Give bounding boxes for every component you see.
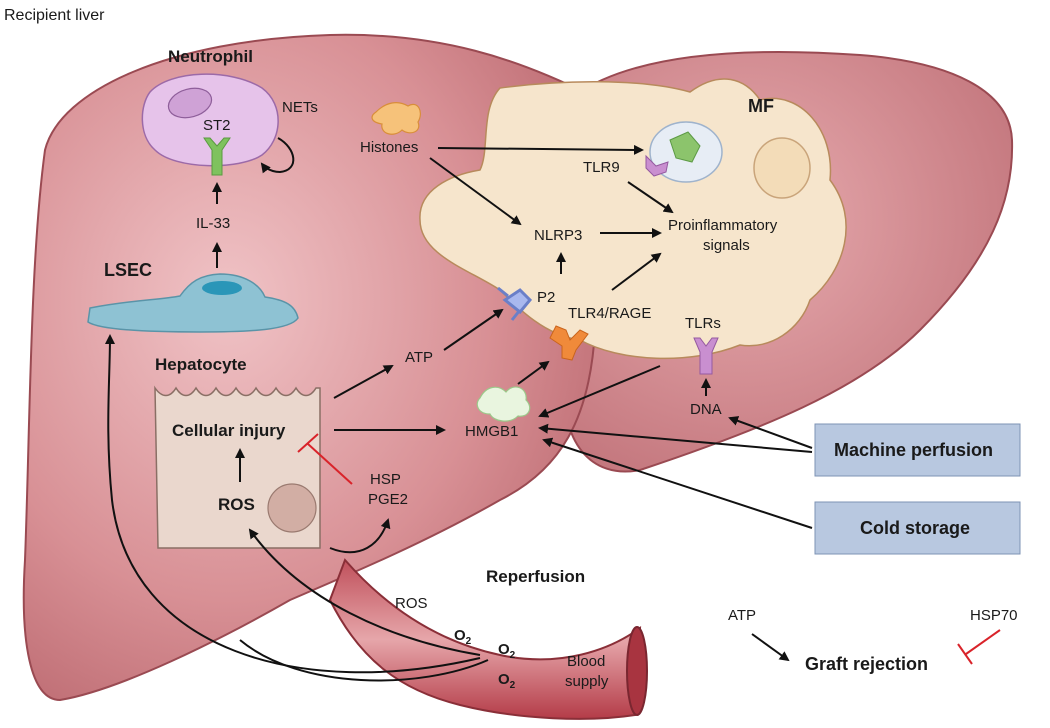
neutrophil-nucleus: [167, 87, 213, 119]
inhibition-hsp-to-injury: [307, 443, 353, 485]
cold-storage-label: Cold storage: [860, 518, 970, 538]
il33-label: IL-33: [196, 215, 230, 232]
histones-shape: [371, 102, 421, 135]
arrow-o2-to-ros: [248, 528, 481, 656]
tlr9-receptor-icon: [645, 154, 669, 177]
arrow-mf-to-hmgb1: [538, 365, 661, 418]
cold-storage-box: [814, 501, 1021, 555]
mf-label: MF: [748, 96, 774, 116]
proinflammatory-label-1: Proinflammatory: [668, 217, 778, 234]
nets-label: NETs: [282, 99, 318, 116]
nlrp3-label: NLRP3: [534, 227, 582, 244]
o2-label-1: O2: [454, 627, 472, 647]
st2-receptor-icon: [203, 137, 231, 176]
phagocytosed-particle: [669, 131, 701, 163]
title-label: Recipient liver: [4, 7, 105, 24]
arrow-hepatocyte-to-atp: [333, 365, 394, 399]
lsec-label: LSEC: [104, 260, 152, 280]
arrow-machine-to-dna: [728, 416, 813, 449]
hsp-label: HSP: [370, 471, 401, 488]
arrow-cold-to-hmgb1: [542, 437, 813, 529]
tlrs-receptor-icon: [693, 337, 719, 375]
neutrophil-label: Neutrophil: [168, 47, 253, 66]
hepatocyte-label: Hepatocyte: [155, 355, 247, 374]
ros-label: ROS: [218, 495, 255, 514]
atp-label: ATP: [405, 349, 433, 366]
blood-vessel: [328, 558, 642, 720]
machine-perfusion-label: Machine perfusion: [834, 440, 993, 460]
legend-hsp70-label: HSP70: [970, 607, 1018, 624]
arrow-legend-atp-to-graft: [751, 633, 790, 662]
tlrs-label: TLRs: [685, 315, 721, 332]
tlr4-rage-receptor-icon: [549, 325, 589, 361]
o2-label-3: O2: [498, 671, 516, 691]
inhibition-hsp-bar: [297, 433, 319, 453]
legend-atp-label: ATP: [728, 607, 756, 624]
inhibition-hsp70-to-graft: [965, 629, 1001, 655]
lsec-nucleus: [202, 281, 242, 295]
arrow-tlr9-to-proinflammatory: [627, 181, 674, 214]
blood-supply-label-2: supply: [565, 673, 609, 690]
hmgb1-label: HMGB1: [465, 423, 518, 440]
hmgb1-shape: [476, 386, 531, 422]
arrow-o2-to-lsec-2: [239, 639, 489, 682]
vessel-opening: [626, 626, 648, 716]
lsec-cell: [87, 273, 299, 333]
inhibition-hsp70-bar: [957, 643, 973, 665]
macrophage-nucleus: [753, 137, 811, 199]
p2-label: P2: [537, 289, 555, 306]
dna-label: DNA: [690, 401, 722, 418]
arrow-o2-to-lsec: [104, 334, 481, 674]
o2-label-2: O2: [498, 641, 516, 661]
machine-perfusion-box: [814, 423, 1021, 477]
graft-rejection-label: Graft rejection: [805, 654, 928, 674]
histones-label: Histones: [360, 139, 418, 156]
arrow-machine-to-hmgb1: [538, 423, 813, 453]
blood-supply-label-1: Blood: [567, 653, 605, 670]
vessel-ros-label: ROS: [395, 595, 428, 612]
tlr4-rage-label: TLR4/RAGE: [568, 305, 651, 322]
p2-receptor-icon: [497, 286, 533, 321]
reperfusion-label: Reperfusion: [486, 567, 585, 586]
arrow-tlr4-to-proinflammatory: [611, 252, 662, 291]
tlr9-label: TLR9: [583, 159, 620, 176]
proinflammatory-label-2: signals: [703, 237, 750, 254]
st2-label: ST2: [203, 117, 231, 134]
pge2-label: PGE2: [368, 491, 408, 508]
arrow-atp-to-p2: [443, 308, 504, 351]
hepatocyte-nucleus: [267, 483, 317, 533]
arrow-histones-to-nlrp3: [429, 157, 522, 226]
arrow-hmgb1-to-tlr4: [517, 360, 550, 385]
arrow-hepatocyte-to-hsp: [329, 518, 391, 554]
arrow-nets-loop: [260, 137, 295, 174]
cellular-injury-label: Cellular injury: [172, 421, 286, 440]
arrow-histones-to-tlr9: [437, 144, 644, 155]
